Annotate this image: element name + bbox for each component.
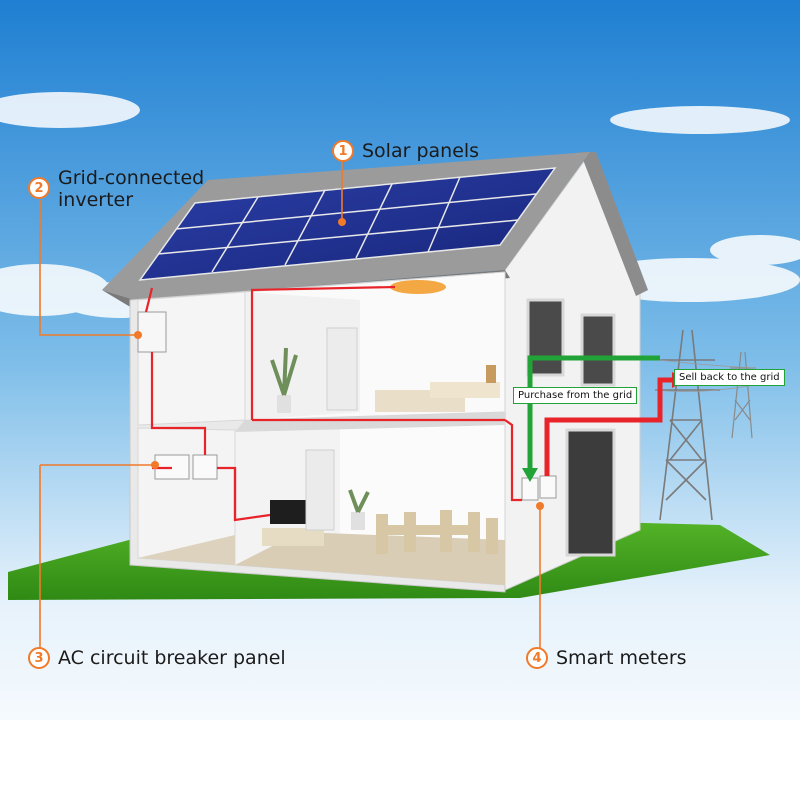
callout-number: 3 [28,647,50,669]
callout-breaker-panel: 3 AC circuit breaker panel [28,647,286,669]
power-pylon-small [728,351,758,439]
sell-back-to-grid-tag: Sell back to the grid [674,369,785,386]
callout-solar-panels: 1 Solar panels [332,140,479,162]
callout-smart-meters: 4 Smart meters [526,647,687,669]
lower-plant [348,489,370,530]
callout-leaders [39,162,541,648]
tv [262,500,324,546]
sell-flow-arrow [544,377,672,476]
wiring [144,285,522,522]
inverter-device [137,311,167,353]
side-windows [526,298,616,557]
callout-label: Smart meters [556,647,687,669]
purchase-flow-arrow [527,355,660,470]
callout-label-line2: inverter [58,189,134,211]
roof-right-edge [580,152,648,296]
ceiling-light [390,280,446,294]
callout-number: 4 [526,647,548,669]
upper-door [326,327,358,411]
upper-sofa [375,365,500,412]
callout-number: 2 [28,177,50,199]
callout-label: Grid-connected inverter [58,167,204,211]
upper-plant [270,347,298,413]
power-pylon-large [655,329,720,521]
callout-label-line1: Grid-connected [58,167,205,189]
callout-label: AC circuit breaker panel [58,647,286,669]
callout-label: Solar panels [362,140,480,162]
smart-meters [521,475,557,501]
solar-panel-array [138,167,557,281]
dining-set [376,510,498,554]
callout-inverter: 2 Grid-connected inverter [28,167,204,211]
callout-number: 1 [332,140,354,162]
purchase-from-grid-tag: Purchase from the grid [513,387,638,404]
